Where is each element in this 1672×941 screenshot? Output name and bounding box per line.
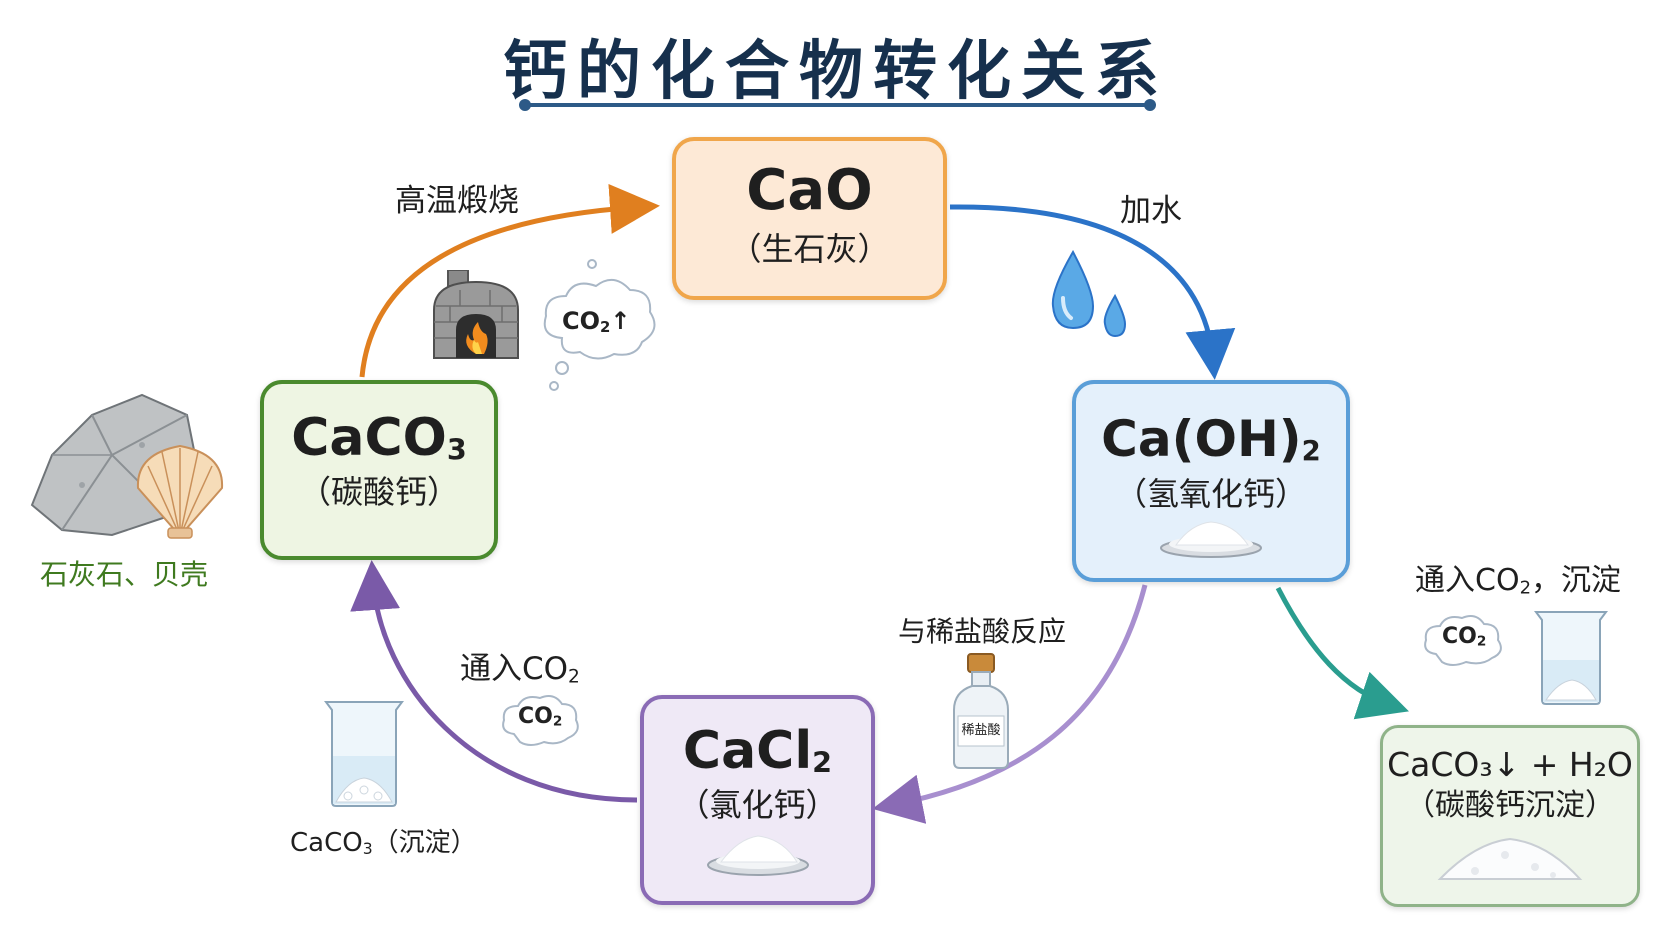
label-calcine: 高温煅烧 — [395, 183, 519, 219]
title-underline — [525, 103, 1150, 107]
co2-cloud-icon — [502, 695, 579, 746]
compound-cacl2-name: （氯化钙） — [677, 786, 838, 824]
seashell-icon — [136, 444, 224, 539]
compound-cao-name: （生石灰） — [729, 230, 890, 268]
label-limestone-shell: 石灰石、贝壳 — [40, 558, 209, 591]
co2-cloud-icon — [1424, 615, 1502, 666]
acid-bottle-icon — [953, 653, 1009, 769]
beaker-icon — [324, 701, 404, 807]
water-drop-icon — [1051, 250, 1127, 338]
compound-precipitate-box: CaCO₃↓ + H₂O （碳酸钙沉淀） — [1380, 725, 1640, 907]
precipitate-name: （碳酸钙沉淀） — [1405, 788, 1615, 823]
arrow-caoh2-to-precip — [1275, 586, 1409, 720]
beaker-icon — [1534, 611, 1608, 705]
compound-caco3-box: CaCO3 （碳酸钙） — [260, 380, 498, 560]
page-title: 钙的化合物转化关系 — [503, 35, 1169, 109]
precipitate-formula: CaCO₃↓ + H₂O — [1387, 745, 1633, 784]
label-dilute-hcl: 与稀盐酸反应 — [898, 615, 1067, 648]
title-underline-dot-right — [1144, 99, 1156, 111]
powder-pile-icon — [1437, 837, 1583, 880]
compound-caco3-name: （碳酸钙） — [298, 473, 459, 511]
label-pass-co2-precipitate: 通入CO2，沉淀 — [1415, 563, 1622, 599]
compound-cacl2-box: CaCl2 （氯化钙） — [640, 695, 875, 905]
co2-cloud-label: CO2 — [518, 704, 563, 730]
arrow-cao-to-caoh2 — [949, 204, 1236, 380]
compound-caoh2-box: Ca(OH)2 （氢氧化钙） — [1072, 380, 1350, 582]
label-pass-co2: 通入CO2 — [460, 651, 580, 688]
acid-bottle-label: 稀盐酸 — [961, 723, 1001, 738]
co2-cloud-label-right: CO2 — [1442, 624, 1487, 650]
arrow-caoh2-to-cacl2 — [872, 584, 1148, 824]
arrow-caco3-to-cao — [359, 184, 660, 378]
compound-caoh2-name: （氢氧化钙） — [1114, 474, 1307, 513]
arrow-cacl2-to-caco3 — [350, 560, 638, 803]
co2-gas-label: CO2↑ — [562, 307, 631, 336]
compound-caoh2-formula: Ca(OH)2 — [1101, 410, 1321, 468]
kiln-icon — [433, 270, 519, 359]
label-add-water: 加水 — [1120, 193, 1182, 229]
compound-cao-formula: CaO — [746, 158, 873, 223]
co2-cloud-icon — [543, 259, 656, 391]
powder-dish-icon — [1160, 521, 1262, 558]
powder-dish-icon — [706, 835, 809, 876]
title-underline-dot-left — [519, 99, 531, 111]
compound-caco3-formula: CaCO3 — [291, 408, 467, 468]
flame-icon — [466, 322, 488, 354]
compound-cao-box: CaO （生石灰） — [672, 137, 947, 300]
compound-cacl2-formula: CaCl2 — [682, 721, 833, 781]
label-caco3-precipitate: CaCO3（沉淀） — [290, 828, 477, 859]
